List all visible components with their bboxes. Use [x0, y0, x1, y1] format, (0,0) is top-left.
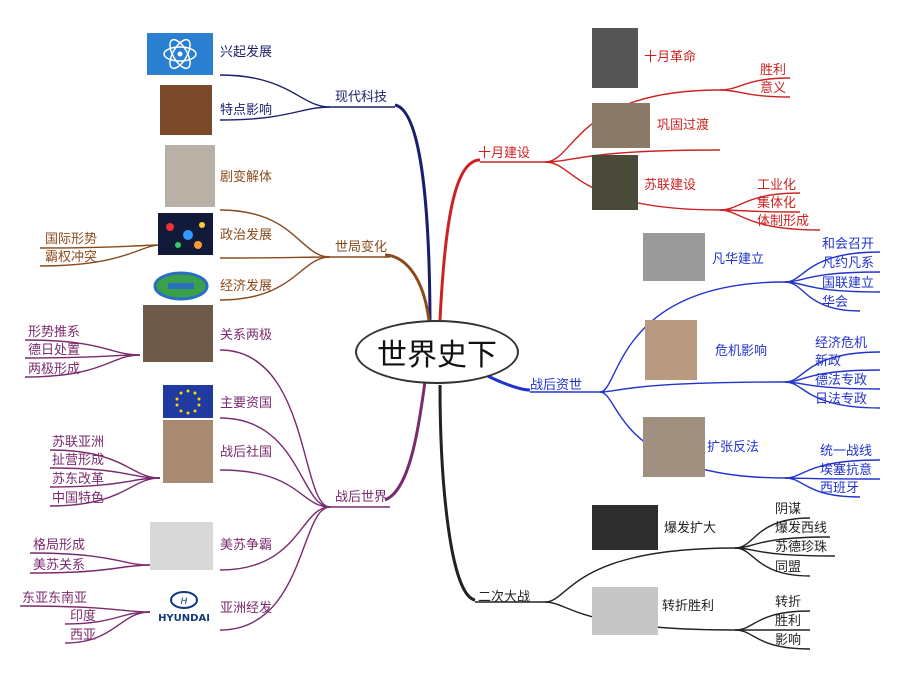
node-economic-development: 经济发展: [220, 279, 273, 294]
leaf-germany-japan: 德日处置: [28, 343, 81, 358]
leaf-soviet-asia: 苏联亚洲: [52, 435, 105, 450]
leaf-camp-formation: 扯营形成: [52, 453, 105, 468]
leaf-united-front: 统一战线: [820, 444, 873, 459]
leaf-ethiopia-resistance: 埃塞抗意: [820, 463, 873, 478]
roosevelt-image: [645, 320, 697, 380]
node-bipolar-relations: 关系两极: [220, 328, 273, 343]
node-expansion-antifascism: 扩张反法: [707, 440, 760, 455]
branch-world-change: 世局变化: [335, 240, 388, 255]
hyundai-logo-text: HYUNDAI: [158, 613, 210, 624]
leaf-spain: 西班牙: [820, 481, 860, 496]
leaf-bipolar-formation: 两极形成: [28, 362, 81, 377]
leaf-hegemony-conflict: 霸权冲突: [45, 250, 98, 265]
node-political-development: 政治发展: [220, 228, 273, 243]
leaf-conspiracy: 阴谋: [775, 502, 802, 517]
node-features-impact: 特点影响: [220, 103, 273, 118]
leaf-western-front: 爆发西线: [775, 521, 828, 536]
leaf-turning-point: 转折: [775, 595, 802, 610]
revolution-image: [592, 28, 638, 88]
transition-image: [592, 103, 650, 148]
leaf-west-asia: 西亚: [70, 628, 97, 643]
atom-logo-image: [147, 33, 213, 75]
stalin-image: [592, 155, 638, 210]
node-rise-development: 兴起发展: [220, 45, 273, 60]
leaf-new-deal: 新政: [815, 354, 842, 369]
leaf-economic-crisis: 经济危机: [815, 336, 868, 351]
node-crisis-impact: 危机影响: [715, 344, 768, 359]
leaf-germany-fascism: 德法专政: [815, 373, 868, 388]
globe-logo-image: [148, 270, 214, 302]
leaf-pattern-formation: 格局形成: [33, 538, 86, 553]
branch-second-world-war: 二次大战: [478, 590, 531, 605]
planets-image: [158, 213, 213, 255]
node-outbreak-expansion: 爆发扩大: [664, 521, 717, 536]
leaf-alliance: 同盟: [775, 560, 802, 575]
branch-october-construction: 十月建设: [478, 146, 531, 161]
leaf-significance: 意义: [760, 81, 787, 96]
leaf-collectivization: 集体化: [757, 196, 797, 211]
leaf-victory: 胜利: [760, 63, 787, 78]
leader-portrait-image: [163, 420, 213, 483]
node-us-soviet-rivalry: 美苏争霸: [220, 538, 273, 553]
leaf-international-situation: 国际形势: [45, 232, 98, 247]
leaf-china-characteristics: 中国特色: [52, 491, 105, 506]
portrait-image: [160, 85, 212, 135]
leaf-system-formation: 体制形成: [757, 214, 810, 229]
leaf-league-of-nations: 国联建立: [822, 276, 875, 291]
node-main-capitalist: 主要资国: [220, 396, 273, 411]
central-topic: 世界史下: [355, 320, 519, 384]
crowd-image: [165, 145, 215, 207]
node-turning-victory: 转折胜利: [662, 599, 715, 614]
svg-text:H: H: [181, 597, 188, 607]
leaf-india: 印度: [70, 609, 97, 624]
leaf-victory-ww2: 胜利: [775, 614, 802, 629]
branch-modern-tech: 现代科技: [335, 90, 388, 105]
leaf-east-southeast-asia: 东亚东南亚: [22, 591, 88, 606]
leaf-situation: 形势推系: [28, 325, 81, 340]
expansion-image: [643, 417, 705, 477]
node-upheaval-dissolution: 剧变解体: [220, 170, 273, 185]
hyundai-logo: H HYUNDAI: [153, 588, 215, 628]
outbreak-image: [592, 505, 658, 550]
leaf-soviet-pearl: 苏德珍珠: [775, 540, 828, 555]
node-consolidation-transition: 巩固过渡: [657, 118, 710, 133]
branch-postwar-capitalist: 战后资世: [530, 378, 583, 393]
node-october-revolution: 十月革命: [644, 50, 697, 65]
node-soviet-construction: 苏联建设: [644, 178, 697, 193]
node-asia-economy: 亚洲经发: [220, 601, 273, 616]
leaf-versailles-system: 凡约凡系: [822, 256, 875, 271]
leaf-soviet-reform: 苏东改革: [52, 472, 105, 487]
leaf-japan-fascism: 日法专政: [815, 392, 868, 407]
node-postwar-socialist: 战后社国: [220, 445, 273, 460]
leaf-impact: 影响: [775, 633, 802, 648]
leaf-washington-conference: 华会: [822, 295, 849, 310]
cartoon-image: [150, 522, 213, 570]
conference-image: [143, 305, 213, 362]
victory-image: [592, 587, 658, 635]
eu-flag-image: [163, 385, 213, 418]
versailles-image: [643, 233, 705, 281]
leaf-peace-conference: 和会召开: [822, 237, 875, 252]
leaf-industrialization: 工业化: [757, 178, 797, 193]
node-versailles-washington: 凡华建立: [712, 252, 765, 267]
leaf-us-soviet-relations: 美苏关系: [33, 558, 86, 573]
branch-postwar-world: 战后世界: [335, 490, 388, 505]
